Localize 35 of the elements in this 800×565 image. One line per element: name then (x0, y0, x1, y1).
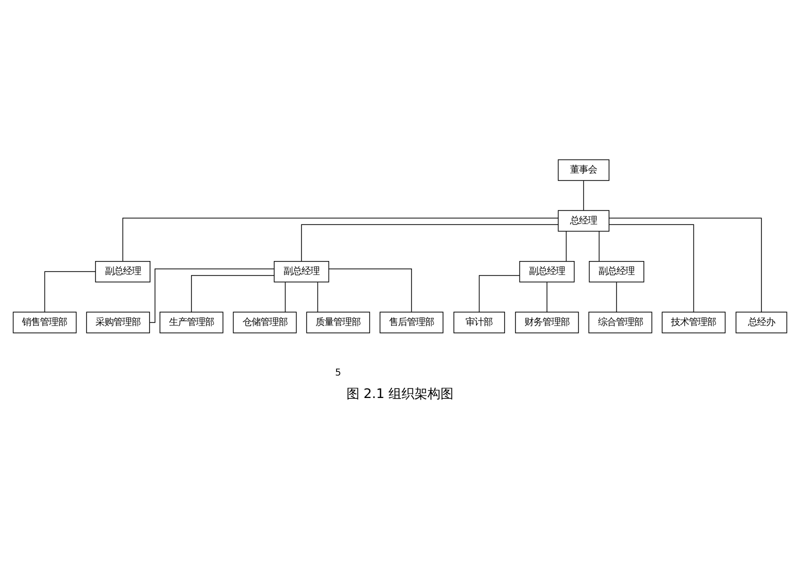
connector (566, 231, 567, 262)
connector (608, 224, 694, 312)
node-box: 副总经理 (95, 260, 150, 282)
caption: 图 2.1 组织架构图 (346, 386, 454, 402)
node-box: 销售管理部 (12, 312, 77, 334)
node-box: 审计部 (453, 312, 505, 334)
node-box: 副总经理 (588, 260, 644, 282)
node-box: 副总经理 (519, 260, 575, 282)
connector (301, 224, 558, 262)
label: 5 (335, 368, 342, 379)
node-box: 采购管理部 (86, 312, 150, 334)
node-box: 技术管理部 (662, 312, 726, 334)
connector (191, 275, 274, 312)
connector (616, 282, 617, 312)
node-box: 总经理 (558, 210, 610, 232)
connector (44, 271, 96, 312)
node-box: 副总经理 (274, 260, 330, 282)
node-box: 售后管理部 (380, 312, 444, 334)
node-box: 财务管理部 (515, 312, 579, 334)
connector (608, 218, 762, 312)
connector (546, 282, 548, 312)
connector (583, 180, 584, 211)
connector (598, 231, 600, 262)
connector (149, 268, 274, 323)
connector (122, 218, 559, 262)
connector (317, 282, 318, 312)
connector (284, 282, 286, 312)
node-box: 质量管理部 (306, 312, 370, 334)
connector (478, 275, 520, 312)
node-box: 董事会 (558, 159, 610, 181)
node-box: 综合管理部 (588, 312, 652, 334)
connector (328, 268, 412, 312)
node-box: 仓储管理部 (232, 312, 297, 334)
node-box: 生产管理部 (160, 312, 224, 334)
node-box: 总经办 (736, 312, 788, 334)
